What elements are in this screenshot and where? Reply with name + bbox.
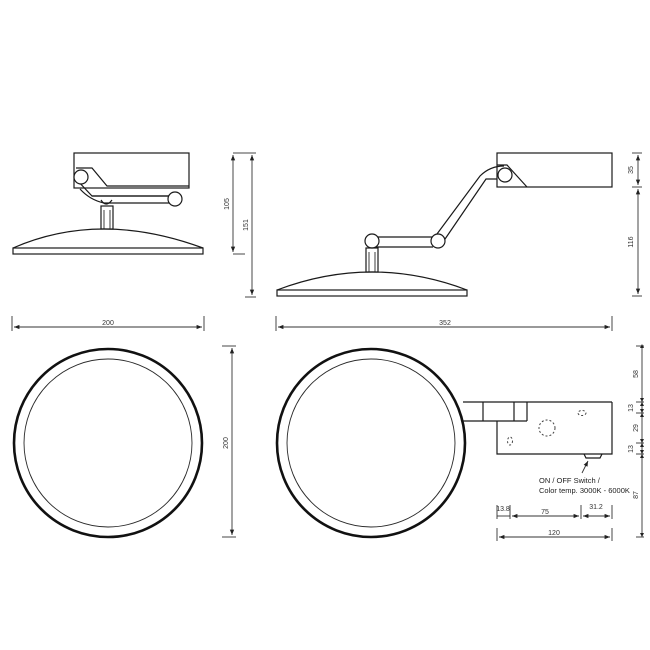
upper-arm (76, 167, 189, 187)
hinge-joint (497, 167, 513, 183)
callout-switch-line1: ON / OFF Switch / (539, 476, 601, 485)
lamp-head-top (496, 402, 613, 455)
on-off-switch (583, 453, 603, 459)
dim-v-13a: 13 (628, 404, 635, 412)
top-view-extended: ON / OFF Switch / Color temp. 3000K - 60… (275, 344, 644, 541)
dim-v-87: 87 (633, 491, 640, 499)
side-view-compact: 105 151 200 (11, 152, 256, 331)
dim-height-105: 105 (224, 198, 231, 210)
base-inner-ring (286, 358, 456, 528)
base-outer-ring (12, 347, 204, 539)
lamp-base (276, 271, 468, 291)
dim-diameter-200: 200 (223, 437, 230, 449)
dim-v-29: 29 (633, 424, 640, 432)
dim-h-31-2: 31.2 (589, 504, 603, 511)
dim-height-151: 151 (243, 219, 250, 231)
light-sensor (538, 419, 556, 437)
upper-arm (433, 165, 505, 239)
top-view-round: 200 (12, 345, 236, 539)
lamp-head (73, 152, 190, 189)
dim-width-200: 200 (102, 320, 114, 327)
base-inner-ring (23, 358, 193, 528)
lamp-base (12, 228, 204, 249)
elbow-joint (430, 233, 446, 249)
lamp-stem (365, 247, 379, 273)
dim-head-35: 35 (628, 166, 635, 174)
elbow-joint (167, 191, 183, 207)
mount-hole (577, 410, 587, 416)
base-outer-ring (275, 347, 467, 539)
side-view-extended: 35 116 352 (275, 152, 642, 331)
lamp-stem (100, 205, 114, 230)
dim-v-13b: 13 (628, 445, 635, 453)
dim-h-13-8: 13.8 (496, 506, 510, 513)
dim-width-352: 352 (439, 320, 451, 327)
lamp-head (496, 152, 613, 188)
dim-arm-116: 116 (628, 236, 635, 247)
mount-hole (507, 436, 513, 446)
callout-switch-line2: Color temp. 3000K - 6000K (539, 486, 630, 495)
dim-v-58: 58 (633, 370, 640, 378)
dim-h-75: 75 (541, 509, 549, 516)
dim-h-120: 120 (548, 530, 560, 537)
base-joint (364, 233, 380, 249)
hinge-joint (73, 169, 89, 185)
